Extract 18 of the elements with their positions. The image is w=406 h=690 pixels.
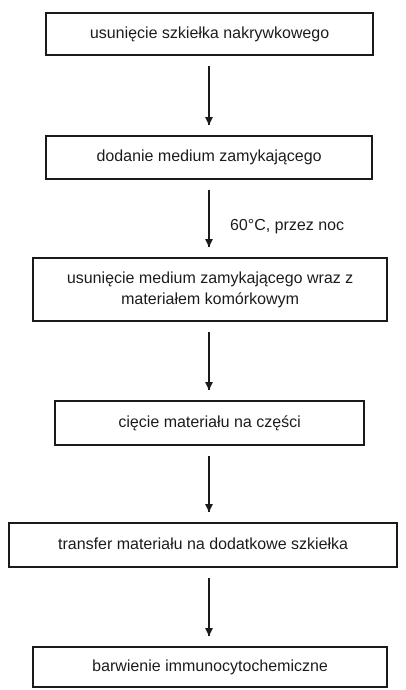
process-box bbox=[45, 12, 374, 56]
arrow bbox=[205, 66, 213, 125]
process-box bbox=[8, 522, 398, 568]
arrow bbox=[205, 332, 213, 390]
step-text: cięcie materiału na części bbox=[118, 412, 301, 433]
process-box bbox=[45, 135, 373, 180]
arrow bbox=[205, 578, 213, 636]
edge-label: 60°C, przez noc bbox=[228, 216, 346, 234]
process-box bbox=[32, 257, 388, 322]
process-box bbox=[32, 646, 388, 688]
step-text: barwienie immunocytochemiczne bbox=[92, 656, 328, 677]
arrow bbox=[205, 456, 213, 512]
step-text: usunięcie medium zamykającego wraz z materiałem komórkowym bbox=[66, 268, 354, 310]
arrow bbox=[205, 190, 213, 247]
process-box bbox=[54, 400, 365, 446]
step-text: dodanie medium zamykającego bbox=[96, 147, 322, 168]
step-text: transfer materiału na dodatkowe szkiełka bbox=[58, 534, 348, 555]
step-text: usunięcie szkiełka nakrywkowego bbox=[90, 24, 330, 44]
